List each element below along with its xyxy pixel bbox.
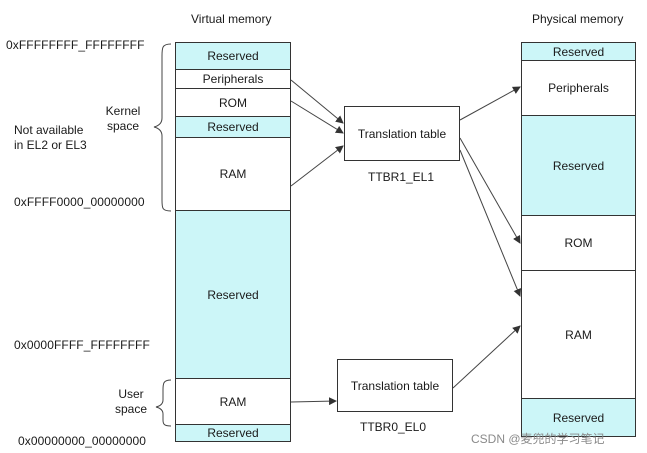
user-space-label: User space <box>106 387 156 417</box>
virtual-block-reserved-bottom: Reserved <box>175 425 291 442</box>
virtual-block-reserved-middle: Reserved <box>175 211 291 379</box>
virtual-block-ram-kernel: RAM <box>175 138 291 211</box>
arrow-peripherals-to-table <box>290 79 344 124</box>
address-user-top: 0x0000FFFF_FFFFFFFF <box>14 338 150 352</box>
address-kernel-base: 0xFFFF0000_00000000 <box>14 195 145 209</box>
address-top: 0xFFFFFFFF_FFFFFFFF <box>6 38 145 52</box>
kernel-translation-table: Translation table <box>344 106 460 161</box>
not-available-text: Not available in EL2 or EL3 <box>14 123 87 152</box>
address-bottom: 0x00000000_00000000 <box>18 434 147 448</box>
physical-block-reserved-middle: Reserved <box>521 116 636 216</box>
ttbr0-register-label: TTBR0_EL0 <box>360 420 427 434</box>
arrow-table-to-peripherals <box>459 86 521 121</box>
physical-block-peripherals: Peripherals <box>521 61 636 116</box>
user-translation-table-label: Translation table <box>350 378 440 393</box>
arrow-ram-to-table <box>290 145 344 187</box>
watermark-text: CSDN @麦兜的学习笔记 <box>471 432 605 446</box>
user-space-text: User space <box>114 387 148 416</box>
virtual-block-rom: ROM <box>175 89 291 117</box>
virtual-block-reserved-kernel: Reserved <box>175 117 291 138</box>
virtual-memory-heading: Virtual memory <box>191 12 272 26</box>
arrow-table-to-rom <box>459 137 521 244</box>
virtual-memory-column: Reserved Peripherals ROM Reserved RAM Re… <box>175 42 291 442</box>
user-translation-table: Translation table <box>337 359 453 412</box>
virtual-block-peripherals: Peripherals <box>175 70 291 89</box>
kernel-space-label: Kernel space <box>98 104 148 134</box>
arrow-user-table-to-ram <box>452 325 521 389</box>
user-space-brace <box>155 379 172 427</box>
physical-block-reserved-bottom: Reserved <box>521 399 636 437</box>
kernel-space-text: Kernel space <box>105 104 141 133</box>
virtual-block-ram-user: RAM <box>175 379 291 425</box>
physical-block-rom: ROM <box>521 216 636 271</box>
physical-memory-column: Reserved Peripherals Reserved ROM RAM Re… <box>521 42 636 437</box>
kernel-space-brace <box>153 43 172 212</box>
arrow-user-ram-to-table <box>290 397 337 406</box>
not-available-note: Not available in EL2 or EL3 <box>14 123 87 153</box>
physical-block-ram: RAM <box>521 271 636 399</box>
physical-memory-heading: Physical memory <box>532 12 624 26</box>
virtual-block-reserved-top: Reserved <box>175 42 291 70</box>
arrow-table-to-ram <box>459 149 522 297</box>
kernel-translation-table-label: Translation table <box>357 126 447 141</box>
arrow-rom-to-table <box>290 100 344 134</box>
physical-block-reserved-top: Reserved <box>521 42 636 61</box>
ttbr1-register-label: TTBR1_EL1 <box>368 170 435 184</box>
